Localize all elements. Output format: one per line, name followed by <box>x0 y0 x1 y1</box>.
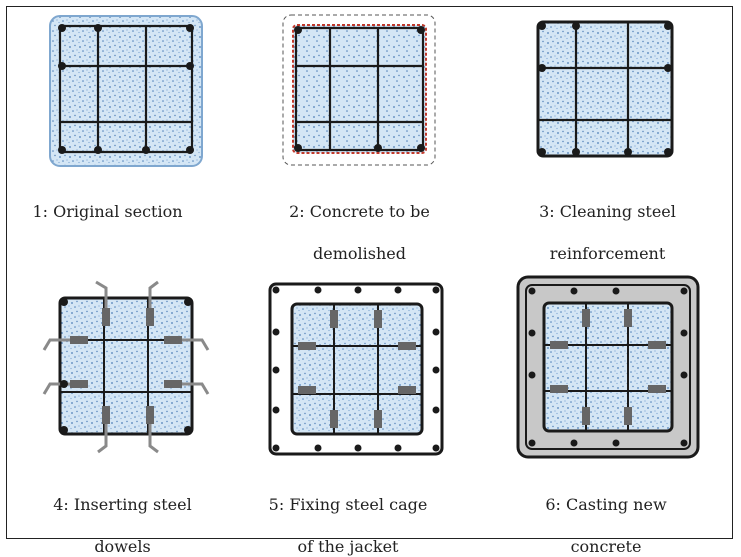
step-3-caption-line2: reinforcement <box>549 244 666 263</box>
cleaned-core <box>542 301 674 433</box>
step-3-panel <box>536 20 676 160</box>
step-5-section-drawing <box>268 282 444 456</box>
rebars <box>58 24 194 154</box>
step-5-caption-line1: 5: Fixing steel cage <box>268 495 428 514</box>
rebars <box>294 26 425 152</box>
jacket-rebars <box>272 286 440 452</box>
steel-cage <box>538 22 672 156</box>
step-3-caption-line1: 3: Cleaning steel <box>539 202 676 221</box>
step-2-caption: 2: Concrete to be demolished <box>262 180 457 264</box>
step-6-section-drawing <box>516 275 700 459</box>
step-4-caption-line1: 4: Inserting steel <box>53 495 192 514</box>
step-6-caption-line1: 6: Casting new <box>545 495 667 514</box>
rebars <box>538 22 672 156</box>
step-2-section-drawing <box>282 14 436 166</box>
step-5-caption: 5: Fixing steel cage of the jacket <box>243 473 453 557</box>
step-4-caption: 4: Inserting steel dowels <box>25 473 220 557</box>
demolish-line <box>292 24 427 154</box>
step-1-section-drawing <box>49 15 203 167</box>
cleaned-core <box>290 302 424 436</box>
jacket-cage <box>525 284 691 450</box>
step-1-caption: 1: Original section <box>20 180 195 222</box>
step-2-panel <box>282 14 437 169</box>
step-5-panel <box>268 282 448 462</box>
step-1-panel <box>48 14 208 169</box>
concrete-section <box>49 15 203 167</box>
step-4-panel <box>40 280 210 455</box>
step-3-section-drawing <box>536 20 674 158</box>
rebars <box>60 298 192 434</box>
step-2-caption-line2: demolished <box>313 244 406 263</box>
dowel-anchors <box>70 308 182 424</box>
step-6-panel <box>516 275 701 460</box>
jacket-cage <box>268 282 444 456</box>
steel-cage <box>294 26 425 152</box>
steel-cage <box>58 24 194 154</box>
steel-dowels <box>298 310 416 428</box>
step-4-section-drawing <box>42 280 210 454</box>
step-6-caption: 6: Casting new concrete <box>506 473 706 557</box>
cleaned-core <box>536 20 674 158</box>
step-1-caption-line1: 1: Original section <box>32 202 183 221</box>
step-2-caption-line1: 2: Concrete to be <box>289 202 430 221</box>
jacket-rebars <box>528 287 688 447</box>
steel-dowels <box>550 309 666 425</box>
cleaned-core <box>58 296 194 436</box>
step-3-caption: 3: Cleaning steel reinforcement <box>510 180 705 264</box>
remaining-core <box>293 25 426 153</box>
